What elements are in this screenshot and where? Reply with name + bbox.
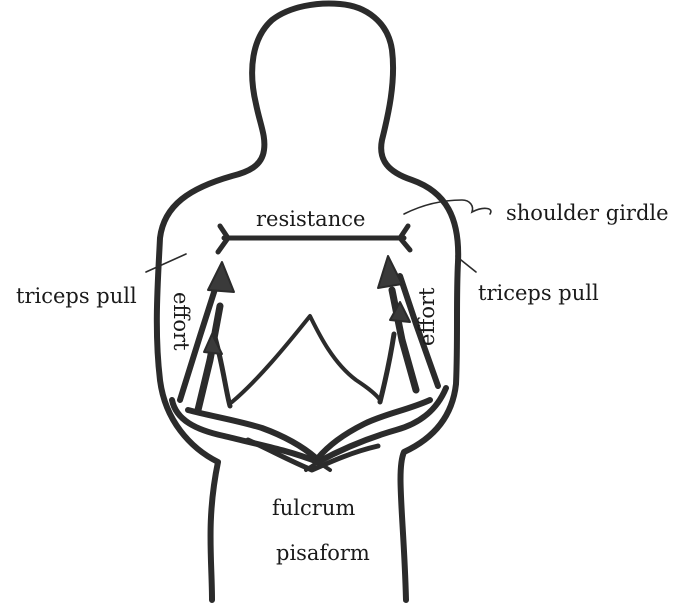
effort-right-label: effort (415, 287, 439, 346)
pisaform-label: pisaform (276, 541, 370, 565)
triceps-pull-right-label: triceps pull (478, 281, 599, 305)
resistance-label: resistance (256, 207, 365, 231)
shoulder-girdle-label: shoulder girdle (506, 201, 669, 225)
effort-arrow-left-head (208, 262, 234, 292)
fulcrum-label: fulcrum (272, 496, 355, 520)
inner-v-right (380, 334, 394, 402)
inner-v-left (232, 316, 380, 402)
effort-left-label: effort (169, 292, 193, 351)
triceps-pull-left-label: triceps pull (16, 284, 137, 308)
effort-arrow-right-head (378, 256, 402, 288)
triceps-left-leader (146, 254, 186, 272)
left-arm-lever (198, 306, 220, 410)
